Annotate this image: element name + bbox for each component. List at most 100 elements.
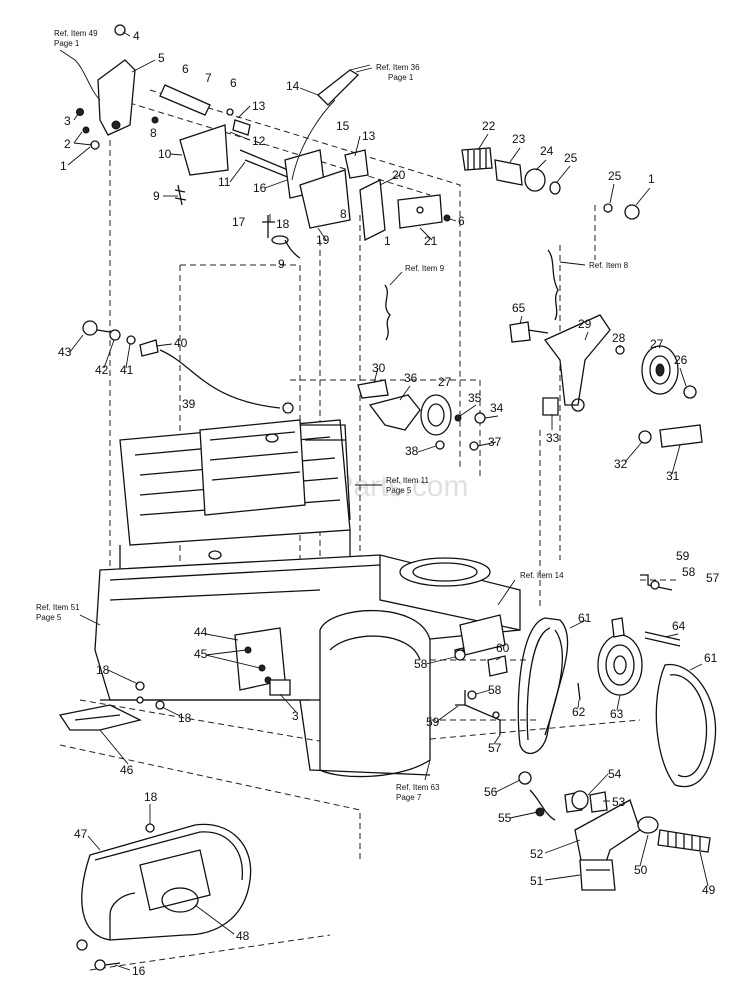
callout-26: 26 (674, 353, 688, 367)
bracket-36 (368, 394, 421, 431)
callout-42: 42 (95, 363, 109, 377)
screw-53b (589, 791, 608, 813)
callout-64: 64 (672, 619, 686, 633)
callout-61a: 61 (578, 611, 592, 625)
reference-labels: Ref. Item 49 Page 1 Ref. Item 36 Page 1 … (36, 29, 629, 802)
callout-25b: 25 (608, 169, 622, 183)
callout-34: 34 (490, 401, 504, 415)
callout-19: 19 (316, 233, 330, 247)
callout-1c: 1 (648, 172, 655, 186)
ref-item-49-page: Page 1 (54, 39, 80, 48)
callout-46: 46 (120, 763, 134, 777)
bracket-5 (97, 59, 136, 136)
callout-52: 52 (530, 847, 544, 861)
callout-41: 41 (120, 363, 134, 377)
callout-60a: 60 (496, 641, 510, 655)
callout-12: 12 (252, 134, 266, 148)
reference-leader-lines (59, 49, 586, 781)
callout-63a: 63 (610, 707, 624, 721)
control-linkage (74, 24, 451, 259)
callout-30: 30 (372, 361, 386, 375)
chassis-frame (94, 554, 521, 778)
callout-8a: 8 (150, 126, 157, 140)
callout-65: 65 (512, 301, 526, 315)
engine-assembly (119, 419, 351, 571)
callout-13b: 13 (362, 129, 376, 143)
key-43 (82, 320, 98, 336)
callout-36: 36 (404, 371, 418, 385)
callout-53: 53 (612, 795, 626, 809)
callout-50: 50 (634, 863, 648, 877)
ref-item-8: Ref. Item 8 (589, 261, 629, 270)
belt-61a (517, 617, 569, 755)
callout-2: 2 (64, 137, 71, 151)
callout-18a: 18 (276, 217, 290, 231)
arm-29 (543, 314, 611, 406)
spacer-50 (637, 816, 659, 834)
callout-numbers: 4 5 3 2 1 6 7 6 13 8 12 10 11 16 14 15 1… (58, 29, 720, 978)
ref-item-11-page: Page 5 (386, 486, 412, 495)
callout-56: 56 (484, 785, 498, 799)
callout-8b: 8 (340, 207, 347, 221)
shaft-assembly (461, 147, 640, 220)
callout-18c: 18 (178, 711, 192, 725)
callout-3: 3 (64, 114, 71, 128)
callout-23: 23 (512, 132, 526, 146)
belt-guard (76, 823, 252, 971)
block-51 (579, 859, 616, 891)
ref-item-14: Ref. Item 14 (520, 571, 564, 580)
callout-57a: 57 (706, 571, 720, 585)
callout-29: 29 (578, 317, 592, 331)
callout-59a: 59 (676, 549, 690, 563)
callout-40: 40 (174, 336, 188, 350)
callout-leader-lines (67, 31, 709, 971)
callout-59b: 59 (426, 715, 440, 729)
ref-item-63-page: Page 7 (396, 793, 422, 802)
belt-drive (517, 617, 717, 788)
lower-right-bracket (518, 771, 711, 891)
callout-22: 22 (482, 119, 496, 133)
callout-4: 4 (133, 29, 140, 43)
arm-14 (317, 69, 360, 106)
callout-48: 48 (236, 929, 250, 943)
belt-61b (655, 663, 717, 788)
callout-21: 21 (424, 234, 438, 248)
callout-35: 35 (468, 391, 482, 405)
callout-18b: 18 (96, 663, 110, 677)
lower-left-brackets (58, 627, 291, 731)
mid-idler-assembly (357, 284, 486, 451)
callout-55: 55 (498, 811, 512, 825)
callout-58b: 58 (414, 657, 428, 671)
callout-24: 24 (540, 144, 554, 158)
ref-item-36: Ref. Item 36 (376, 63, 420, 72)
callout-33: 33 (546, 431, 560, 445)
callout-14: 14 (286, 79, 300, 93)
callout-3b: 3 (292, 709, 299, 723)
ref-item-11: Ref. Item 11 (386, 476, 430, 485)
plate-19 (299, 169, 351, 229)
callout-39: 39 (182, 397, 196, 411)
bushing-13 (344, 149, 369, 179)
cable-assembly (82, 320, 294, 414)
ref-item-9: Ref. Item 9 (405, 264, 445, 273)
callout-28: 28 (612, 331, 626, 345)
lever-20 (359, 178, 386, 242)
callout-16b: 16 (132, 964, 146, 978)
ref-item-63: Ref. Item 63 (396, 783, 440, 792)
hub-48 (161, 887, 199, 913)
callout-27b: 27 (438, 375, 452, 389)
pulley-63 (597, 634, 643, 696)
screw-4 (114, 24, 126, 36)
lower-misc-parts (454, 574, 673, 735)
idler-assembly (509, 249, 703, 448)
callout-20: 20 (392, 168, 406, 182)
callout-43: 43 (58, 345, 72, 359)
callout-45: 45 (194, 647, 208, 661)
bolt-65 (509, 321, 531, 343)
bolt-30 (357, 379, 389, 399)
spacer-33 (542, 397, 559, 416)
callout-5: 5 (158, 51, 165, 65)
callout-44: 44 (194, 625, 208, 639)
